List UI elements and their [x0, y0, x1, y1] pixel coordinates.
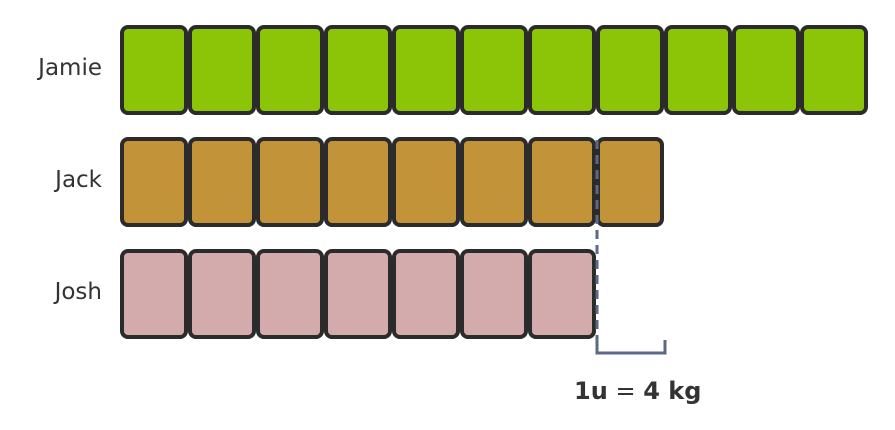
row-label-jack: Jack	[55, 167, 102, 193]
unit-box-jamie	[188, 25, 256, 115]
unit-box-jack	[324, 137, 392, 227]
unit-box-jack	[188, 137, 256, 227]
unit-box-jamie	[664, 25, 732, 115]
unit-box-josh	[120, 249, 188, 339]
row-label-josh: Josh	[54, 279, 102, 305]
unit-box-josh	[460, 249, 528, 339]
row-label-jamie: Jamie	[38, 55, 102, 81]
unit-box-jack	[596, 137, 664, 227]
unit-box-jack	[120, 137, 188, 227]
unit-box-jamie	[800, 25, 868, 115]
unit-box-jack	[392, 137, 460, 227]
unit-box-josh	[324, 249, 392, 339]
equals-sign: =	[615, 377, 636, 405]
bar-josh	[120, 249, 596, 339]
unit-box-jack	[460, 137, 528, 227]
unit-box-jamie	[324, 25, 392, 115]
unit-box-jack	[256, 137, 324, 227]
unit-caption: 1u = 4 kg	[574, 377, 701, 405]
unit-box-jamie	[256, 25, 324, 115]
unit-box-josh	[392, 249, 460, 339]
unit-box-jamie	[596, 25, 664, 115]
difference-bracket-shape	[595, 340, 667, 355]
unit-box-jamie	[460, 25, 528, 115]
unit-box-jamie	[120, 25, 188, 115]
bar-jamie	[120, 25, 868, 115]
unit-box-jamie	[732, 25, 800, 115]
unit-box-jamie	[392, 25, 460, 115]
unit-box-jamie	[528, 25, 596, 115]
unit-box-josh	[188, 249, 256, 339]
unit-box-josh	[528, 249, 596, 339]
unit-box-jack	[528, 137, 596, 227]
unit-box-josh	[256, 249, 324, 339]
bar-jack	[120, 137, 664, 227]
unit-value: 4 kg	[643, 377, 702, 405]
unit-symbol: 1u	[574, 377, 608, 405]
